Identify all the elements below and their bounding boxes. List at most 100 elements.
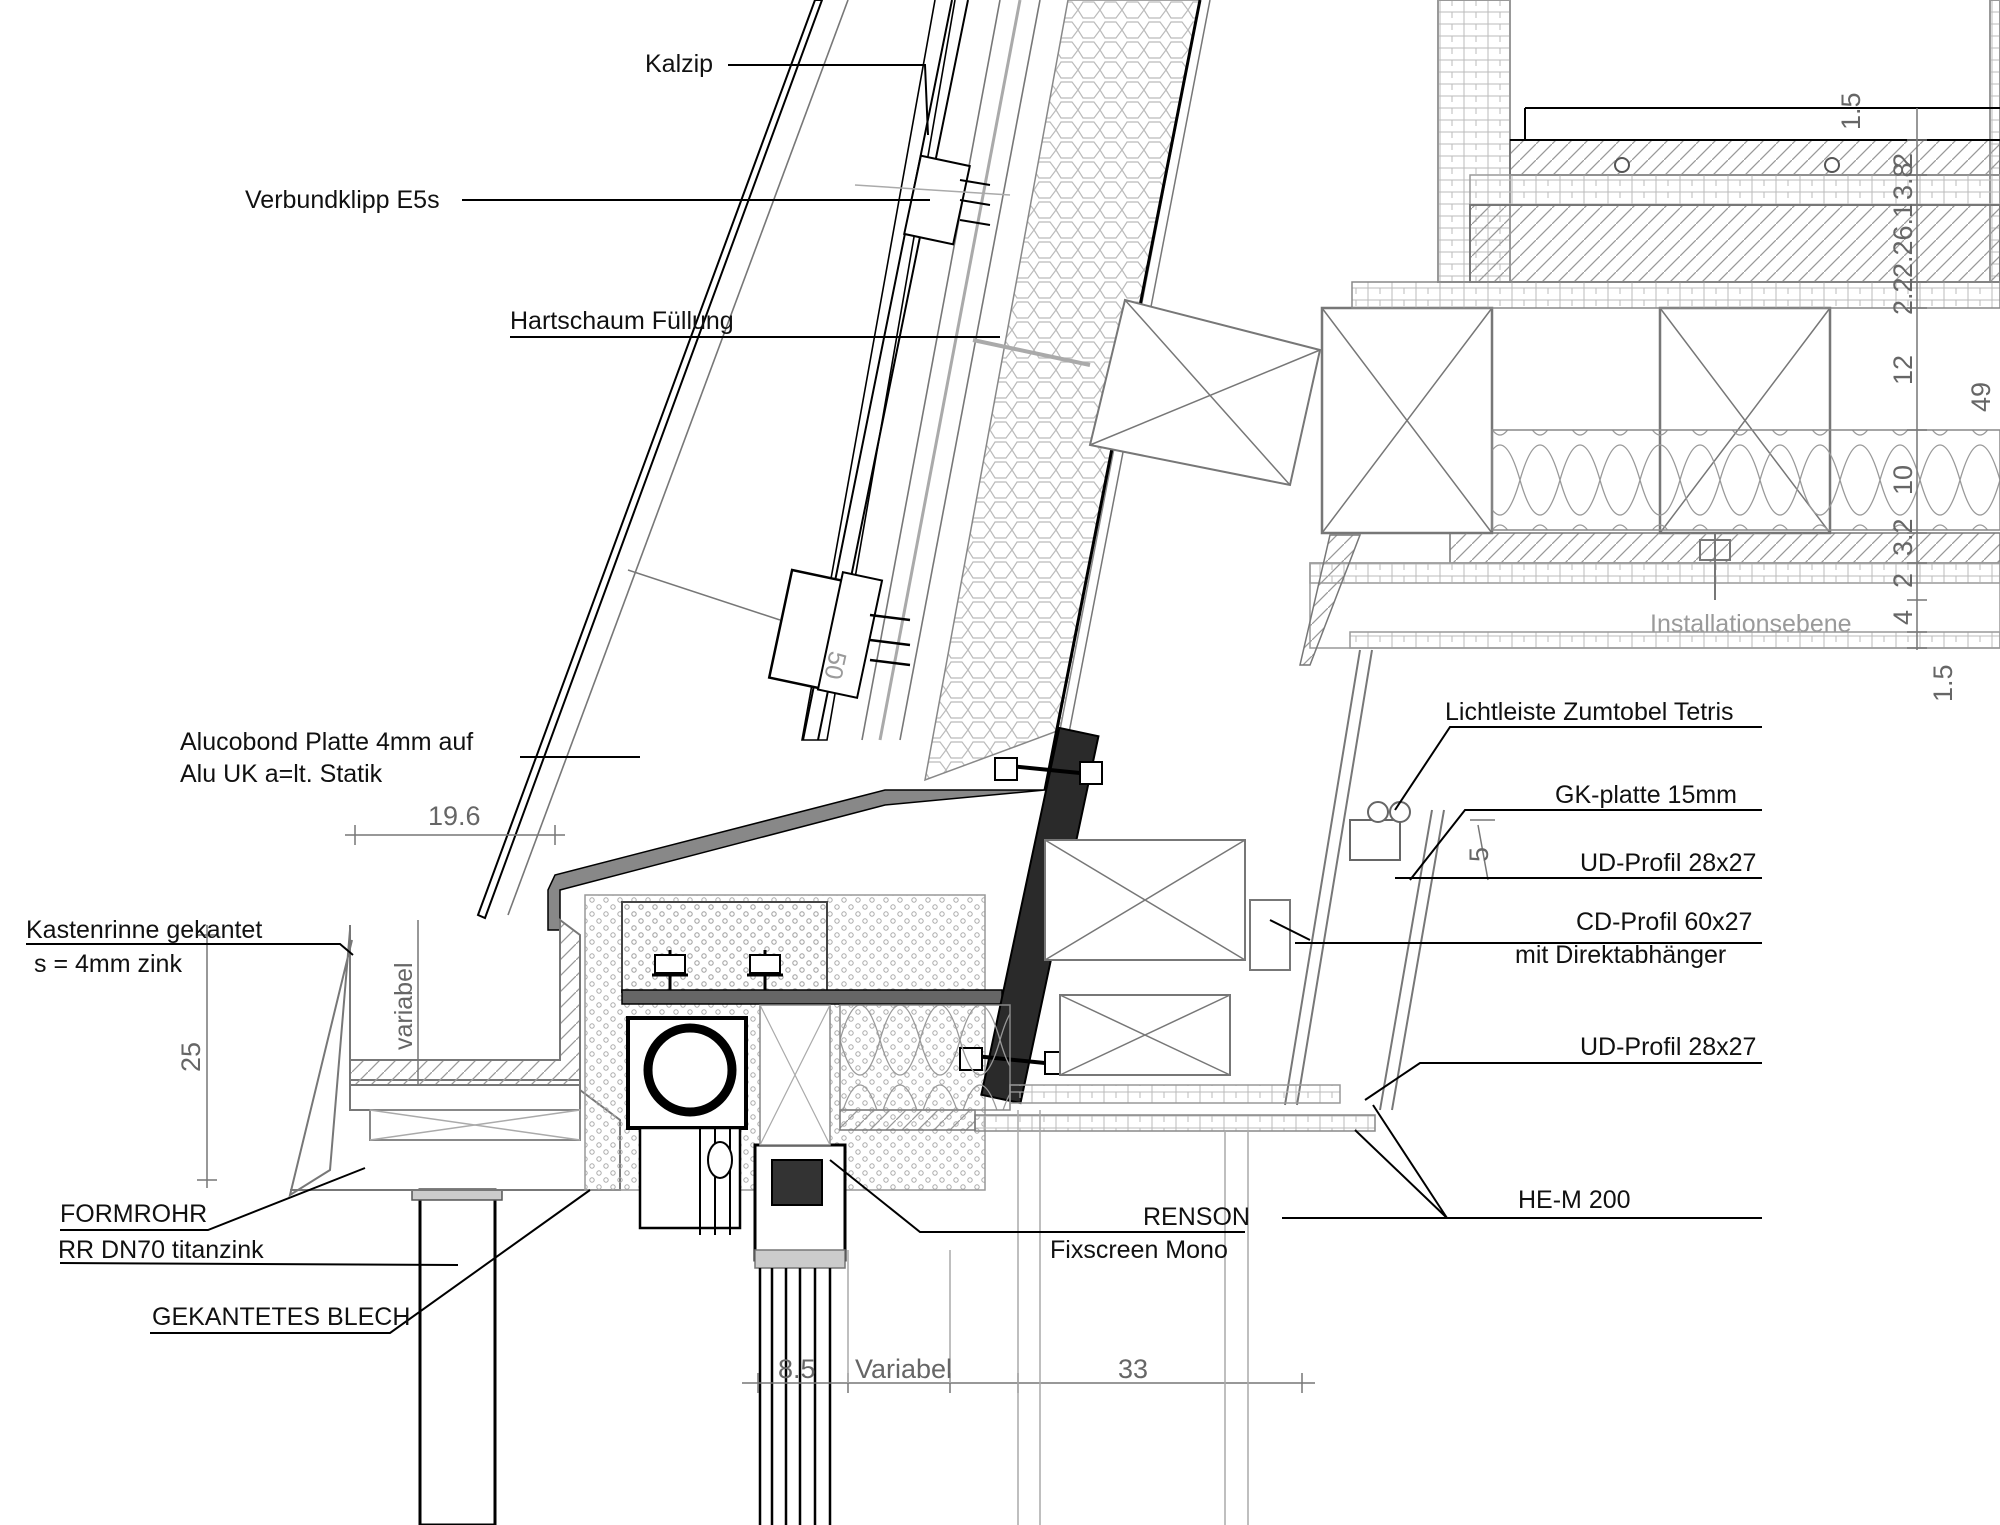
soffit-hatch xyxy=(839,1109,976,1131)
insulation-layer xyxy=(1469,174,2000,206)
label-kalzip: Kalzip xyxy=(645,50,713,78)
ceiling-hatch xyxy=(1449,532,2000,564)
leader-lichtleiste xyxy=(1394,726,1762,811)
timber-block-upper xyxy=(1088,298,1322,487)
dim-12: 12 xyxy=(1888,355,1918,385)
gutter-body xyxy=(349,918,581,1086)
glazing xyxy=(758,1268,832,1525)
ceiling-board-bottom xyxy=(1349,631,2000,649)
alucobond-panel xyxy=(476,0,824,920)
roof-buildup: 50 xyxy=(476,0,1211,931)
dim-variabel-h: Variabel xyxy=(855,1354,952,1384)
leader-kastenrinne xyxy=(26,943,354,956)
window-frame-core xyxy=(771,1159,823,1206)
dim-variabel-v: variabel xyxy=(390,962,418,1050)
dim-8-5: 8.5 xyxy=(778,1354,816,1384)
dim-2-26-1: 2.26.1 xyxy=(1888,203,1918,278)
annotation-labels: Kalzip Verbundklipp E5s Hartschaum Füllu… xyxy=(26,50,1756,1331)
soffit-insulation-row xyxy=(839,1004,1011,1111)
fixing-2 xyxy=(1824,157,1840,173)
verbundklipp-bracket xyxy=(854,154,1011,246)
roof-line-3 xyxy=(899,0,1041,741)
dim-right-chain xyxy=(1907,108,1927,650)
dim-1-5-bottom: 1.5 xyxy=(1928,664,1958,702)
leader-gk-platte xyxy=(1409,809,1762,881)
leader-rr-dn70 xyxy=(59,1262,459,1266)
dim-1-5-top: 1.5 xyxy=(1836,92,1866,130)
dim-49: 49 xyxy=(1966,382,1996,412)
dim-19-6-line xyxy=(345,825,565,845)
leader-formrohr xyxy=(60,1167,366,1231)
lower-bracket: 50 xyxy=(627,568,911,700)
light-fixture xyxy=(1349,801,1411,861)
dimensions: 19.6 25 variabel 8.5 Variabel 33 5 1.5 3… xyxy=(176,92,1996,1525)
direct-hanger xyxy=(1699,533,1731,600)
leader-renson xyxy=(829,1159,1245,1233)
label-renson-2: Fixscreen Mono xyxy=(1050,1236,1228,1264)
kalzip-profile xyxy=(801,0,956,741)
floor-buildup: Installationsebene xyxy=(1309,0,2000,649)
label-gekantetes-blech: GEKANTETES BLECH xyxy=(152,1303,410,1331)
fixscreen-roller xyxy=(643,1023,737,1117)
ceiling-board xyxy=(1309,562,2000,584)
fixscreen-box-frame xyxy=(621,901,828,993)
interior-ceiling xyxy=(839,534,1445,1132)
label-ud-profil-bottom: UD-Profil 28x27 xyxy=(1580,1033,1756,1061)
box-gutter xyxy=(288,918,621,1525)
inclined-ceiling-board xyxy=(1379,809,1445,1111)
dim-2: 2 xyxy=(1888,153,1918,168)
leader-he-m xyxy=(1282,1104,1762,1219)
inclined-ceiling xyxy=(1284,649,1373,1106)
leader-kalzip xyxy=(728,64,929,136)
dim-bottom-line xyxy=(742,1373,1315,1393)
fixing-1 xyxy=(1614,157,1630,173)
alucobond-inner-line xyxy=(507,0,849,916)
anchor-bolts xyxy=(652,950,783,990)
cd-profile xyxy=(1249,899,1311,971)
mineral-wool xyxy=(1491,429,2000,531)
soffit-wall xyxy=(1299,534,1362,666)
label-ud-profil-top: UD-Profil 28x27 xyxy=(1580,849,1756,877)
label-cd-profil-2: mit Direktabhänger xyxy=(1515,941,1726,969)
dim-5: 5 xyxy=(1464,847,1494,862)
installationsebene-label: Installationsebene xyxy=(1650,610,1852,638)
formrohr-pipe xyxy=(418,1188,497,1525)
soffit-block xyxy=(584,894,1003,1525)
label-hartschaum: Hartschaum Füllung xyxy=(510,307,734,335)
dim-33: 33 xyxy=(1118,1354,1148,1384)
dim-25: 25 xyxy=(176,1042,206,1072)
dim-19-6: 19.6 xyxy=(428,801,481,831)
label-alucobond-1: Alucobond Platte 4mm auf xyxy=(180,728,473,756)
fixscreen-screw xyxy=(707,1141,733,1179)
label-kastenrinne-1: Kastenrinne gekantet xyxy=(26,916,262,944)
gutter-left-lip xyxy=(288,929,353,1198)
label-alucobond-2: Alu UK a=lt. Statik xyxy=(180,760,383,788)
label-verbundklipp: Verbundklipp E5s xyxy=(245,186,440,214)
window-seal xyxy=(754,1249,846,1269)
formrohr-cap xyxy=(411,1189,503,1201)
dim-bottom-extension xyxy=(847,1110,1249,1525)
screed-layer xyxy=(1509,139,2000,176)
dim-25-line xyxy=(197,925,217,1188)
floor-board xyxy=(1351,281,2000,309)
dim-3-8: 3.8 xyxy=(1888,162,1918,200)
label-he-m: HE-M 200 xyxy=(1518,1186,1631,1214)
roof-line-2 xyxy=(878,0,1022,741)
timber-block-lower xyxy=(1059,994,1231,1076)
timber-block-middle xyxy=(1044,839,1246,961)
leader-ud-bottom xyxy=(1364,1062,1762,1101)
dim-10: 10 xyxy=(1888,465,1918,495)
dim-2-bottom: 2 xyxy=(1888,573,1918,588)
label-lichtleiste: Lichtleiste Zumtobel Tetris xyxy=(1445,698,1734,726)
dim-2-2: 2.2 xyxy=(1888,277,1918,315)
label-renson-1: RENSON xyxy=(1143,1203,1250,1231)
concrete-slab xyxy=(1469,204,2000,283)
label-cd-profil-1: CD-Profil 60x27 xyxy=(1576,908,1752,936)
eave-flashing xyxy=(547,789,1046,931)
leader-lines xyxy=(26,64,1762,1334)
soffit-floor-board xyxy=(974,1114,1376,1132)
floor-top-line xyxy=(1510,107,2000,141)
label-kastenrinne-2: s = 4mm zink xyxy=(34,950,182,978)
dim-4: 4 xyxy=(1888,610,1918,625)
